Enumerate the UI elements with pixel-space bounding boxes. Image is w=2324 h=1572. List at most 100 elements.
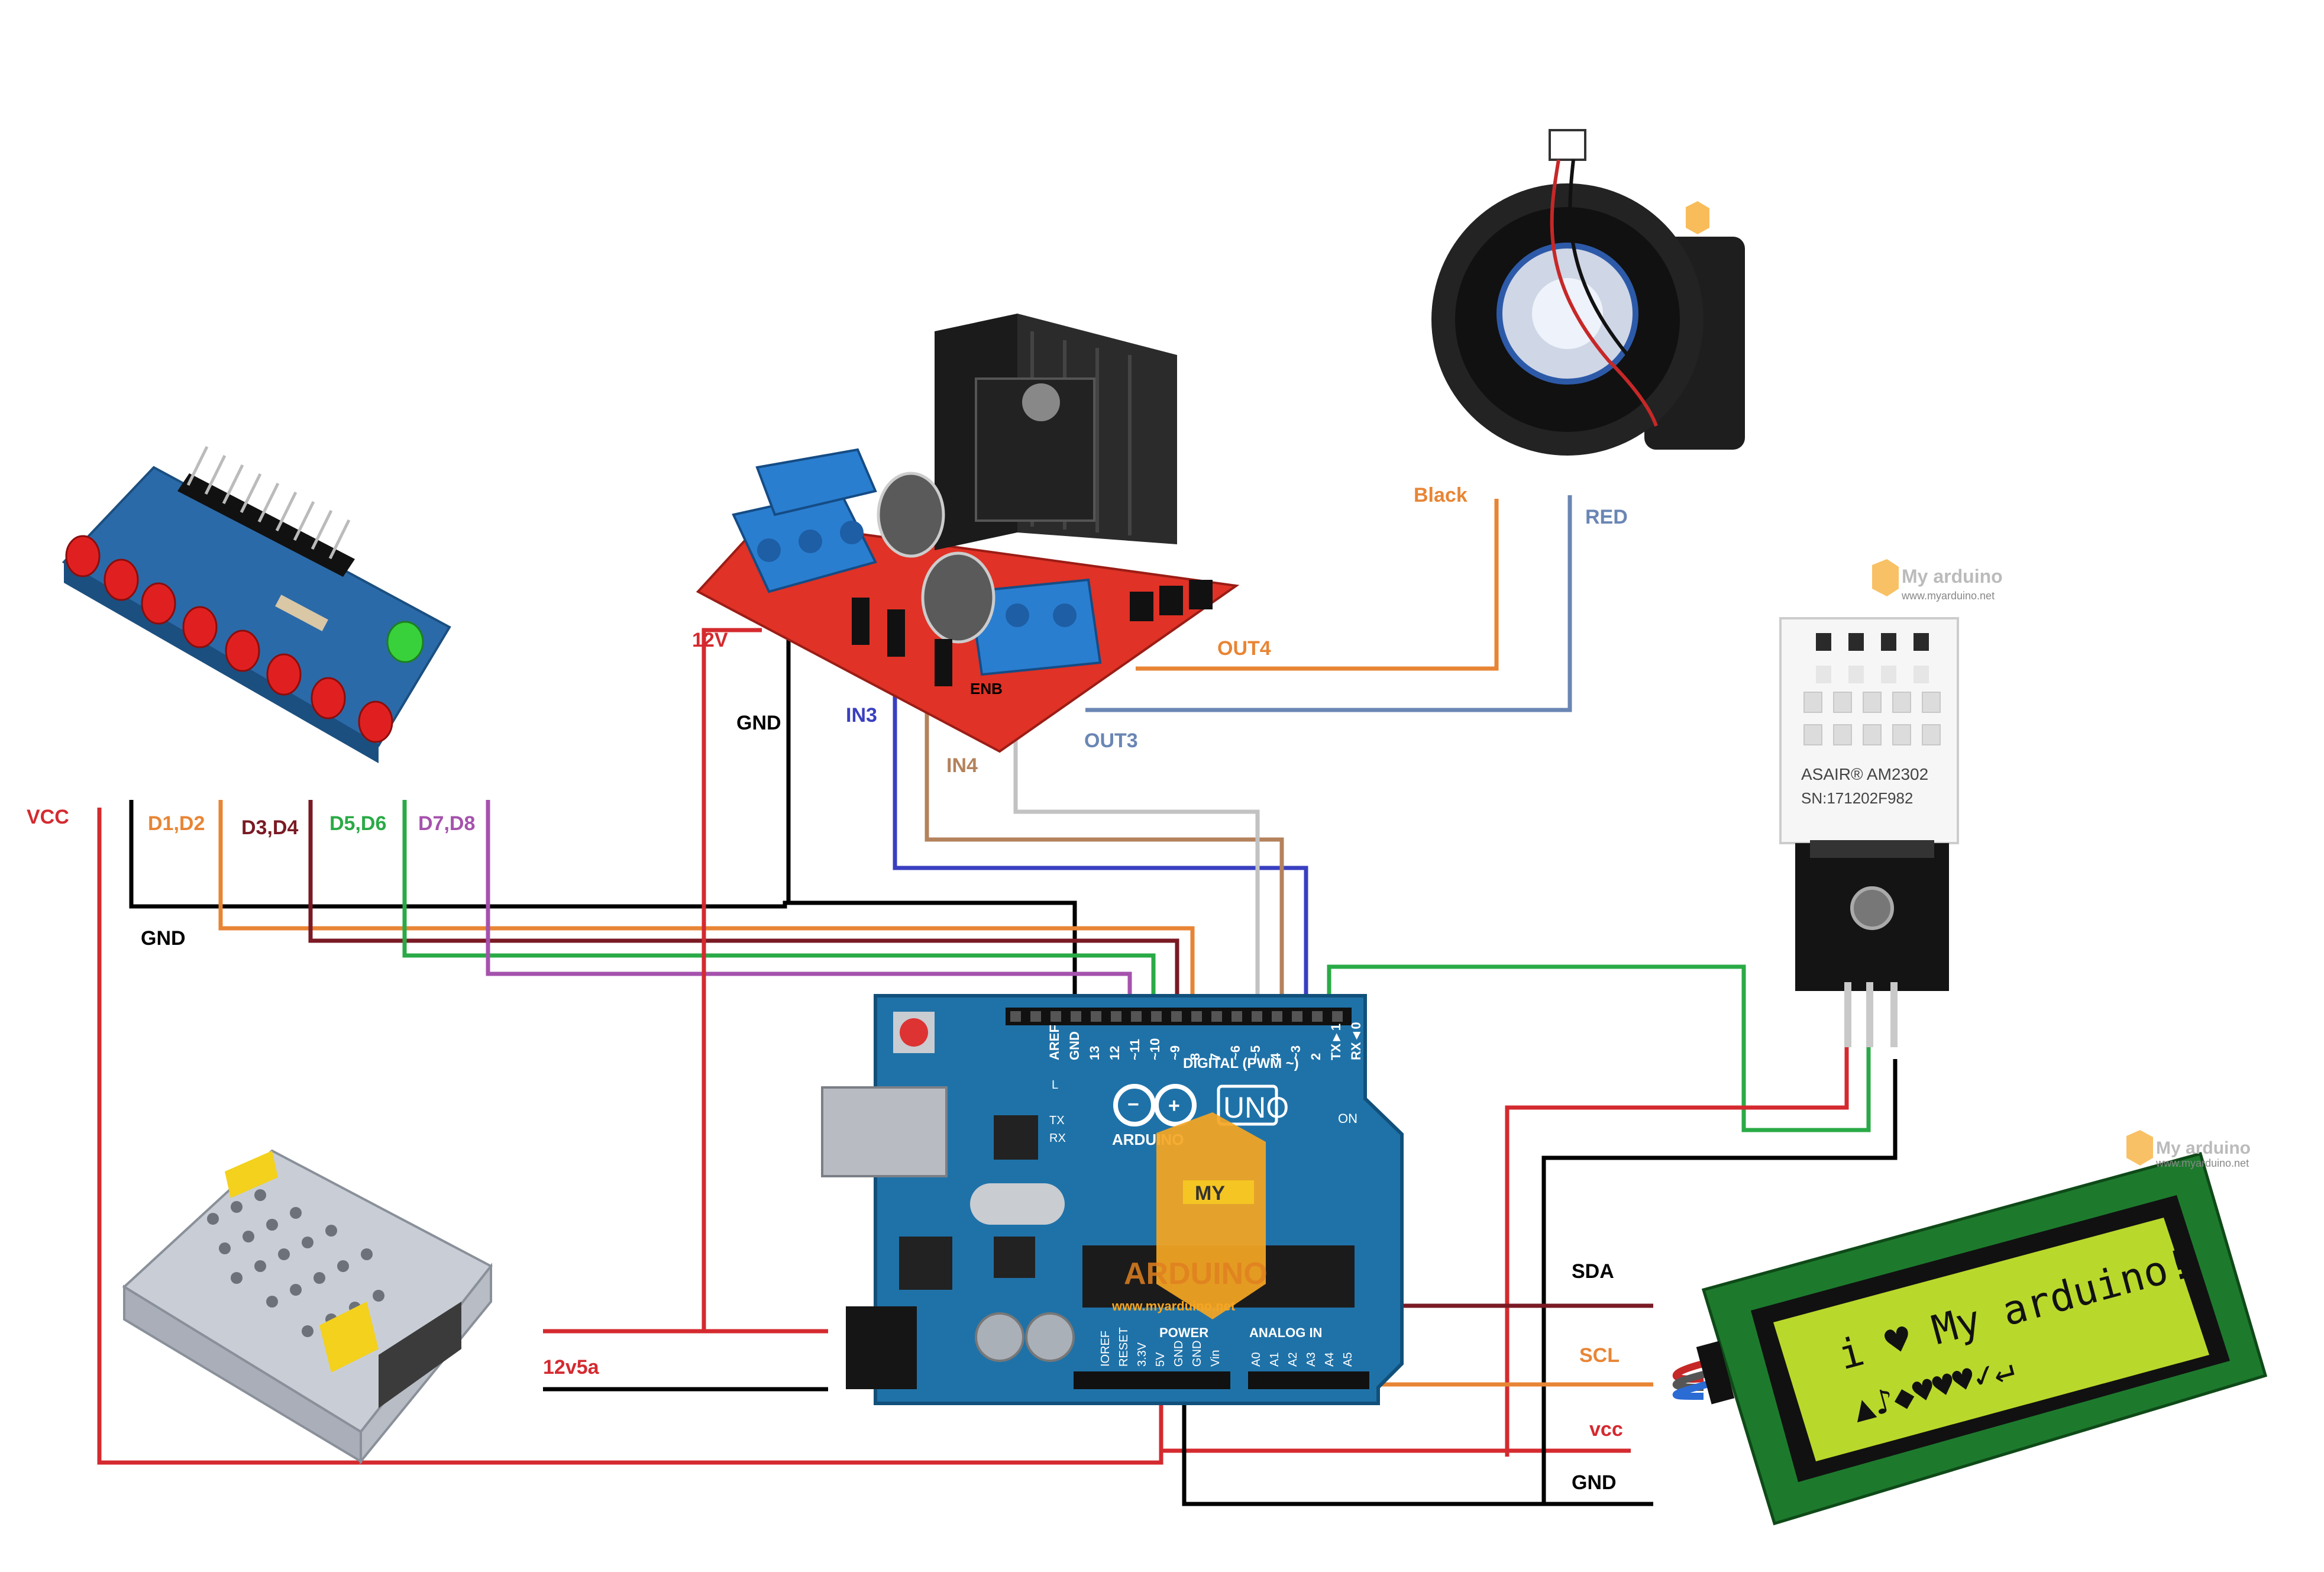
- watermark-dht-brand: My arduino: [1902, 566, 2003, 587]
- dht-label-serial: SN:171202F982: [1801, 789, 1913, 807]
- wire-d3d4: [308, 800, 1179, 1011]
- digital-pin-label-5: ~10: [1148, 1038, 1162, 1060]
- analog-pin-label-4: A4: [1323, 1352, 1336, 1367]
- wires: [97, 495, 1898, 1506]
- lcd-1602-i2c: i ♥ My arduino! ▲♪◆♥♥♥✓↵: [1672, 1151, 2268, 1526]
- blower-fan: [1431, 127, 1745, 476]
- l298n-motor-driver: ENB: [696, 314, 1240, 753]
- wire-d1d2: [218, 800, 1195, 1011]
- watermark-fan: [1686, 201, 1709, 234]
- watermark-lcd-brand: My arduino: [2156, 1138, 2251, 1158]
- wire-in3: [893, 674, 1308, 1011]
- watermark-dht-site: www.myarduino.net: [1901, 590, 1995, 602]
- label-out4: OUT4: [1217, 637, 1271, 660]
- power-pin-label-5: GND: [1191, 1341, 1204, 1367]
- wire-enb: [1013, 710, 1260, 1011]
- label-sda: SDA: [1572, 1260, 1614, 1283]
- label-d5d6: D5,D6: [329, 812, 386, 835]
- logo-top-text: MY: [1195, 1182, 1225, 1205]
- watermark-lcd: My arduino www.myarduino.net: [2126, 1130, 2251, 1169]
- watermark-dht: My arduino www.myarduino.net: [1872, 559, 2003, 602]
- power-pin-label-6: Vin: [1209, 1350, 1222, 1367]
- power-pin-labels: IOREF RESET 3.3V 5V GND GND Vin: [1099, 1327, 1222, 1367]
- digital-header-label: DIGITAL (PWM ~): [1183, 1055, 1299, 1071]
- dht-label-model: ASAIR® AM2302: [1801, 765, 1928, 783]
- label-scl: SCL: [1579, 1344, 1620, 1367]
- power-supply: [122, 1149, 493, 1465]
- tx-label: TX: [1049, 1114, 1065, 1127]
- label-d7d8: D7,D8: [418, 812, 475, 835]
- wire-out3: [1085, 495, 1572, 712]
- watermark-lcd-site: www.myarduino.net: [2155, 1157, 2249, 1169]
- power-header-label: POWER: [1159, 1325, 1208, 1340]
- analog-pin-label-2: A2: [1287, 1352, 1300, 1367]
- analog-header-label: ANALOG IN: [1249, 1325, 1322, 1340]
- wire-d5d6: [402, 800, 1156, 1011]
- digital-pin-label-12: ~3: [1288, 1045, 1303, 1060]
- label-gnd-left: GND: [141, 927, 186, 950]
- wire-d7d8: [486, 800, 1132, 1011]
- terminal-blocks: [732, 448, 1102, 676]
- digital-pin-label-15: RX◄0: [1349, 1022, 1363, 1060]
- analog-pin-label-1: A1: [1268, 1352, 1281, 1367]
- power-pin-label-4: GND: [1172, 1341, 1185, 1367]
- label-d1d2: D1,D2: [148, 812, 205, 835]
- svg-text:+: +: [1168, 1095, 1180, 1117]
- wire-gnd-lcd: [1182, 1379, 1653, 1506]
- wire-12v: [702, 628, 828, 1334]
- label-vcc-lcd: vcc: [1589, 1418, 1623, 1441]
- label-gnd-lcd: GND: [1572, 1471, 1617, 1494]
- wire-vcc-left: [97, 808, 1163, 1465]
- arduino-infinity-logo: [1113, 1084, 1197, 1126]
- wire-dht-gnd: [1541, 1059, 1898, 1504]
- label-red: RED: [1585, 506, 1628, 528]
- digital-pin-label-7: 8: [1188, 1053, 1203, 1060]
- label-in3: IN3: [846, 704, 877, 727]
- analog-pin-label-5: A5: [1342, 1352, 1355, 1367]
- power-pin-label-0: IOREF: [1099, 1331, 1112, 1367]
- digital-pin-label-4: ~11: [1127, 1039, 1142, 1060]
- label-black: Black: [1414, 484, 1468, 506]
- label-vcc-left: VCC: [27, 806, 69, 828]
- wire-gnd-left: [129, 800, 1077, 1011]
- on-label: ON: [1338, 1111, 1357, 1126]
- label-gnd-driver: GND: [736, 712, 781, 734]
- label-d3d4: D3,D4: [241, 816, 298, 839]
- digital-pin-label-10: ~5: [1248, 1045, 1263, 1060]
- digital-pin-label-3: 12: [1107, 1046, 1122, 1060]
- digital-pin-label-13: 2: [1308, 1053, 1323, 1060]
- enb-label: ENB: [970, 680, 1003, 698]
- digital-pin-label-6: ~9: [1168, 1045, 1182, 1060]
- digital-pin-label-9: ~6: [1228, 1045, 1243, 1060]
- wire-dht-vcc: [1505, 1047, 1849, 1457]
- label-in4: IN4: [946, 754, 978, 777]
- analog-pin-label-3: A3: [1305, 1352, 1318, 1367]
- l-led-label: L: [1052, 1079, 1058, 1092]
- logo-site-text: www.myarduino.net: [1111, 1299, 1236, 1313]
- digital-pin-label-1: GND: [1067, 1031, 1082, 1060]
- label-out3: OUT3: [1084, 729, 1138, 752]
- arduino-model: UNO: [1223, 1091, 1289, 1124]
- wire-labels: Black RED OUT4 OUT3 12V GND IN3 IN4 VCC …: [27, 484, 1628, 1494]
- label-12v: 12V: [692, 629, 728, 651]
- label-12v5a: 12v5a: [543, 1356, 600, 1379]
- digital-pin-label-14: TX►1: [1329, 1024, 1343, 1060]
- logo-bottom-text: ARDUINO: [1124, 1257, 1268, 1291]
- led-module: [62, 446, 451, 763]
- analog-pin-label-0: A0: [1250, 1352, 1263, 1367]
- analog-pin-labels: A0 A1 A2 A3 A4 A5: [1250, 1352, 1355, 1367]
- wire-out4: [1136, 499, 1499, 671]
- power-pin-label-2: 3.3V: [1136, 1342, 1149, 1367]
- digital-pin-label-0: AREF: [1047, 1025, 1062, 1060]
- myarduino-logo: MY ARDUINO www.myarduino.net: [1111, 1112, 1268, 1319]
- dht22-sensor: ASAIR® AM2302 SN:171202F982: [1779, 617, 1959, 1047]
- rx-label: RX: [1049, 1132, 1066, 1145]
- digital-pin-label-8: 7: [1208, 1053, 1223, 1060]
- wire-in4: [925, 674, 1284, 1011]
- power-pin-label-1: RESET: [1117, 1327, 1130, 1367]
- svg-text:−: −: [1127, 1093, 1139, 1116]
- digital-pin-label-2: 13: [1087, 1046, 1102, 1060]
- power-pin-label-3: 5V: [1154, 1352, 1167, 1367]
